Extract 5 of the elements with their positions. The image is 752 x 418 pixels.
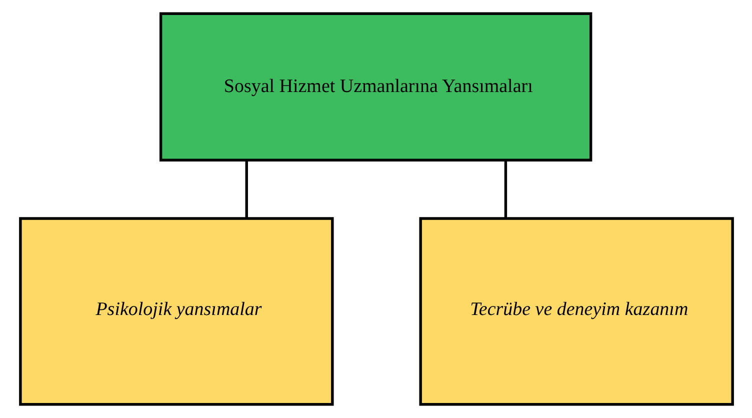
node-box: Psikolojik yansımalar [18,217,334,406]
connector [504,160,507,218]
node-box: Sosyal Hizmet Uzmanlarına Yansımaları [158,12,592,162]
node-box: Tecrübe ve deneyim kazanım [418,217,734,406]
connector [244,160,248,218]
